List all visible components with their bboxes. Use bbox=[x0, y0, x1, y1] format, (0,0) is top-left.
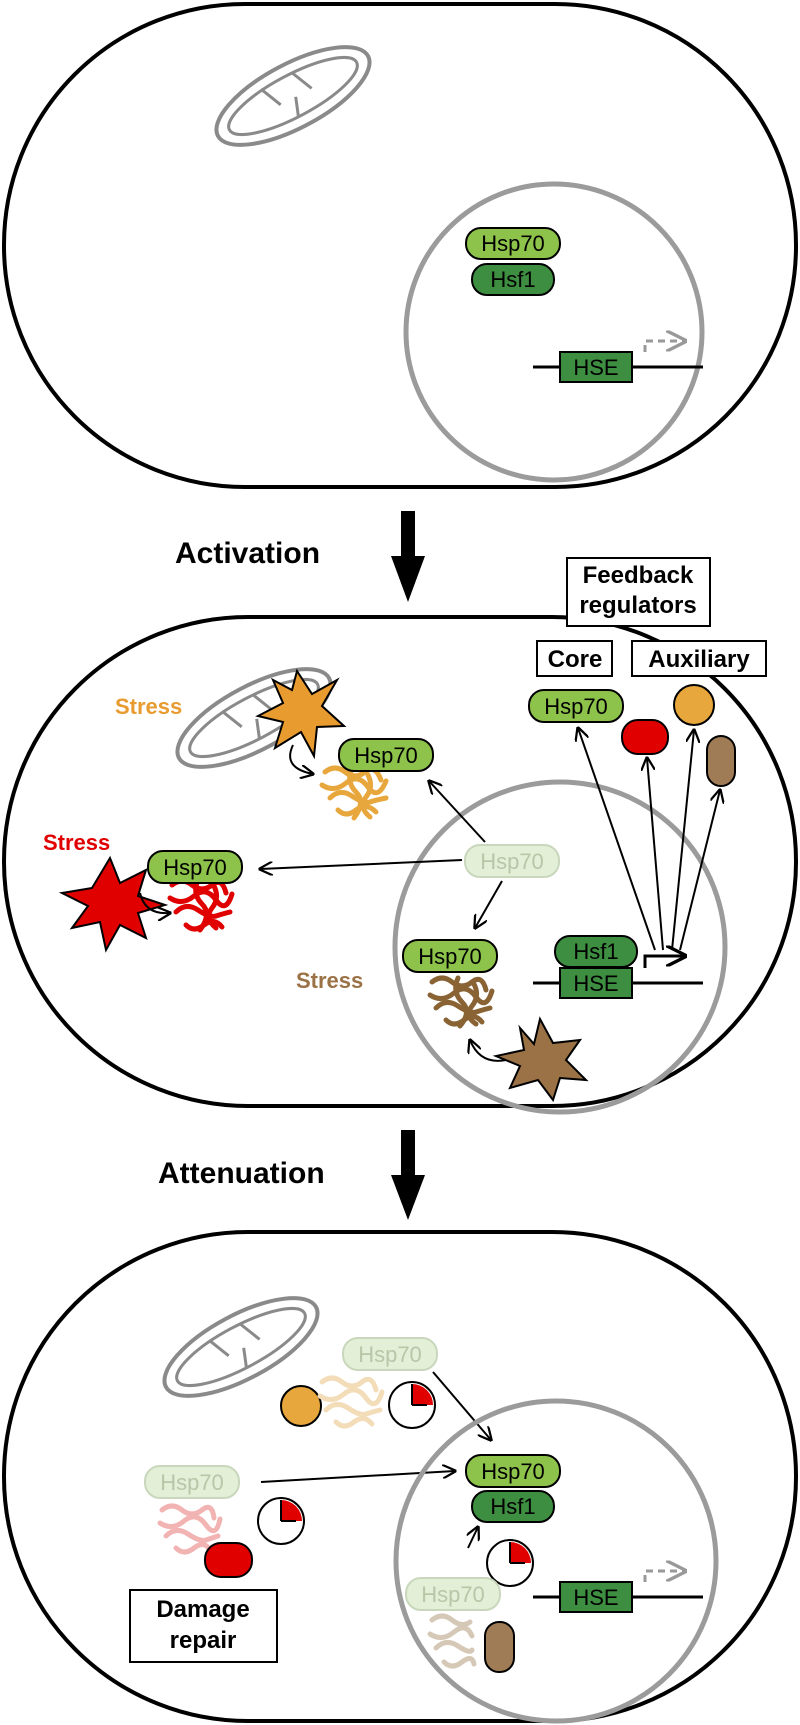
refolding-protein-orange bbox=[317, 1375, 385, 1429]
inactive-transcription-arrow bbox=[643, 341, 685, 352]
auxiliary-box: Auxiliary bbox=[631, 640, 767, 677]
attenuation-arrow bbox=[391, 1130, 425, 1220]
svg-text:Hsp70: Hsp70 bbox=[421, 1582, 485, 1607]
auxiliary-orange-regulator bbox=[673, 684, 715, 726]
hsp70-rebound: Hsp70 bbox=[465, 1454, 561, 1488]
stress-label-orange: Stress bbox=[115, 694, 182, 719]
svg-text:HSE: HSE bbox=[573, 1585, 618, 1610]
hsp70-faded-red-complex: Hsp70 bbox=[144, 1465, 240, 1499]
hsp70-on-red-aggregate: Hsp70 bbox=[147, 850, 243, 884]
auxiliary-brown-regulator bbox=[706, 735, 736, 787]
hse-element: HSE bbox=[559, 351, 633, 383]
hsp70-protein: Hsp70 bbox=[465, 227, 561, 260]
hse-element: HSE bbox=[559, 967, 633, 999]
panel-attenuation: Hsp70 Hsp70 bbox=[2, 1230, 798, 1724]
timer-icon bbox=[257, 1497, 305, 1545]
svg-text:HSE: HSE bbox=[573, 355, 618, 380]
stress-star-brown bbox=[492, 1016, 589, 1103]
damage-repair-box: Damage repair bbox=[129, 1589, 278, 1663]
misfolded-protein-brown bbox=[427, 975, 495, 1029]
attenuation-label: Attenuation bbox=[158, 1157, 325, 1190]
stress-label-brown: Stress bbox=[296, 968, 363, 993]
core-hsp70: Hsp70 bbox=[528, 689, 624, 723]
svg-text:Damage: Damage bbox=[156, 1596, 249, 1623]
stress-label-red: Stress bbox=[43, 830, 110, 855]
feedback-regulators-box: Feedback regulators bbox=[566, 557, 711, 627]
nucleus bbox=[392, 779, 728, 1115]
svg-text:Auxiliary: Auxiliary bbox=[648, 646, 750, 673]
timer-icon bbox=[388, 1381, 436, 1429]
hsp70-released-faded: Hsp70 bbox=[464, 844, 560, 878]
auxiliary-red-regulator bbox=[204, 1542, 253, 1578]
cell-membrane bbox=[2, 615, 798, 1108]
nucleus bbox=[403, 181, 705, 483]
svg-text:Hsf1: Hsf1 bbox=[490, 1494, 535, 1519]
svg-text:Hsf1: Hsf1 bbox=[573, 939, 618, 964]
svg-text:Hsp70: Hsp70 bbox=[544, 694, 608, 719]
svg-text:repair: repair bbox=[170, 1627, 237, 1654]
auxiliary-orange-regulator bbox=[280, 1385, 322, 1427]
refolding-protein-brown bbox=[427, 1613, 477, 1669]
hsf1-protein: Hsf1 bbox=[471, 263, 555, 296]
induction-arrows bbox=[578, 728, 720, 951]
stress-star-orange bbox=[255, 668, 347, 760]
hsf1-inactive: Hsf1 bbox=[471, 1490, 555, 1523]
svg-text:Hsp70: Hsp70 bbox=[481, 1459, 545, 1484]
svg-text:Core: Core bbox=[548, 646, 603, 673]
svg-text:Hsp70: Hsp70 bbox=[358, 1342, 422, 1367]
misfolded-protein-orange bbox=[319, 765, 389, 821]
svg-text:Hsp70: Hsp70 bbox=[163, 855, 227, 880]
activation-arrow bbox=[391, 511, 425, 602]
activation-label: Activation bbox=[175, 537, 320, 570]
svg-text:Hsp70: Hsp70 bbox=[418, 944, 482, 969]
svg-text:Hsp70: Hsp70 bbox=[481, 231, 545, 256]
svg-text:Hsp70: Hsp70 bbox=[354, 743, 418, 768]
core-box: Core bbox=[536, 640, 613, 677]
svg-text:Feedback: Feedback bbox=[583, 562, 694, 589]
auxiliary-red-regulator bbox=[621, 719, 669, 755]
hsp70-in-nucleus: Hsp70 bbox=[402, 939, 498, 973]
nucleus bbox=[393, 1398, 719, 1724]
refolding-protein-red bbox=[157, 1503, 223, 1555]
svg-text:Hsp70: Hsp70 bbox=[160, 1470, 224, 1495]
active-transcription-arrow bbox=[643, 956, 685, 968]
stress-star-red bbox=[58, 855, 169, 953]
inactive-transcription-arrow bbox=[643, 1571, 685, 1582]
hsp70-faded-nuclear-complex: Hsp70 bbox=[405, 1577, 501, 1611]
hse-element: HSE bbox=[559, 1581, 633, 1613]
panel-basal: Hsp70 Hsf1 HSE bbox=[2, 2, 798, 489]
svg-text:Hsf1: Hsf1 bbox=[490, 267, 535, 292]
svg-text:HSE: HSE bbox=[573, 971, 618, 996]
panel-activation: Feedback regulators Core Auxiliary Hsp70… bbox=[2, 557, 798, 1115]
hsp70-faded-orange-complex: Hsp70 bbox=[342, 1337, 438, 1371]
cell-membrane bbox=[2, 1230, 798, 1723]
hsp70-on-orange-aggregate: Hsp70 bbox=[338, 738, 434, 772]
auxiliary-brown-regulator bbox=[484, 1621, 515, 1673]
svg-text:regulators: regulators bbox=[579, 592, 696, 619]
svg-text:Hsp70: Hsp70 bbox=[480, 849, 544, 874]
timer-icon bbox=[486, 1539, 534, 1587]
hsf1-bound: Hsf1 bbox=[554, 935, 638, 968]
